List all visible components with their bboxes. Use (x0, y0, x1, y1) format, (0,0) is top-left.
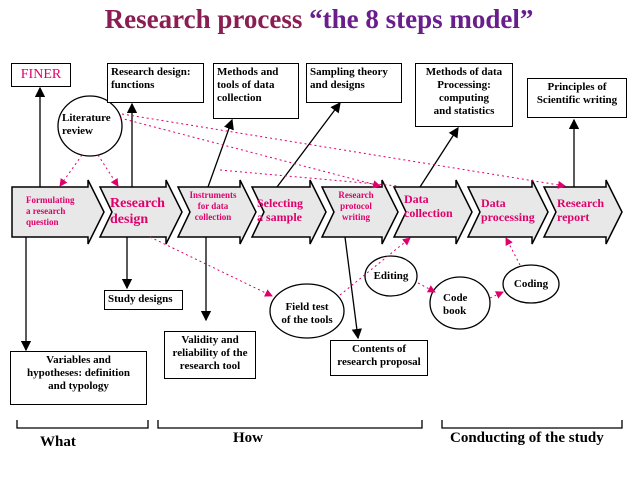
methods-line-3: collection (217, 92, 262, 104)
principles-line-1: Principles of (547, 81, 607, 93)
footer-what: What (40, 434, 76, 450)
principles-line-2: Scientific writing (536, 94, 618, 106)
functions-line-2: functions (111, 79, 155, 91)
functions-box: Research design: functions (107, 63, 204, 103)
field-test-line-1: Field test (285, 301, 329, 313)
processing-line-2: Processing: (437, 79, 491, 91)
step-5-label: Research protocol writing (331, 190, 381, 223)
coding-label: Coding (505, 278, 557, 291)
step-4-label: Selecting a sample (257, 196, 303, 224)
step-arrow-4 (250, 179, 327, 245)
processing-line-4: and statistics (433, 105, 495, 117)
contents-line-1: Contents of (351, 343, 407, 355)
validity-line-1: Validity and (181, 334, 239, 346)
step-7-line-1: Data (481, 196, 506, 210)
step-1-line-1: Formulating (26, 195, 75, 205)
principles-box: Principles of Scientific writing (527, 78, 627, 118)
step-3-line-3: collection (194, 212, 232, 222)
step-2-label: Research design (110, 196, 165, 228)
step-5-line-3: writing (342, 212, 370, 222)
page-title: Research process “the 8 steps model” (0, 4, 638, 35)
literature-line-1: Literature (62, 112, 111, 124)
footer-how: How (233, 430, 263, 446)
step-1-line-3: question (26, 217, 59, 227)
field-test-circle (269, 283, 345, 339)
validity-box: Validity and reliability of the research… (164, 331, 256, 379)
step-3-line-1: Instruments (189, 190, 237, 200)
contents-line-2: research proposal (337, 356, 421, 368)
finer-label: FINER (20, 67, 62, 82)
step-1-line-2: a research (26, 206, 66, 216)
step-6-line-2: collection (404, 206, 453, 220)
sampling-line-1: Sampling theory (310, 66, 388, 78)
code-book-label: Code book (433, 292, 473, 318)
finer-box: FINER (11, 63, 71, 87)
validity-line-3: research tool (179, 360, 241, 372)
step-7-line-2: processing (481, 210, 535, 224)
step-7-label: Data processing (481, 196, 535, 224)
sampling-line-2: and designs (310, 79, 365, 91)
step-1-label: Formulating a research question (26, 195, 75, 228)
footer-brackets (16, 420, 623, 429)
dotted-arrows (59, 113, 566, 299)
step-arrow-3 (176, 179, 257, 245)
variables-line-1: Variables and (46, 354, 111, 366)
step-arrow-8 (542, 179, 623, 245)
code-book-line-1: Code (443, 292, 468, 304)
step-3-line-2: for data (197, 201, 229, 211)
step-6-label: Data collection (404, 192, 453, 220)
literature-line-2: review (62, 125, 93, 137)
variables-box: Variables and hypotheses: definition and… (10, 351, 147, 405)
editing-text: Editing (373, 270, 409, 282)
literature-circle (57, 95, 123, 157)
title-part-2: “the 8 steps model” (309, 4, 534, 34)
step-3-label: Instruments for data collection (186, 190, 240, 223)
code-book-circle (429, 276, 491, 330)
literature-review-label: Literature review (58, 112, 126, 138)
field-test-label: Field test of the tools (272, 301, 342, 327)
methods-line-1: Methods and (217, 66, 279, 78)
step-8-line-2: report (557, 210, 590, 224)
sampling-box: Sampling theory and designs (306, 63, 402, 103)
field-test-line-2: of the tools (281, 314, 333, 326)
variables-line-2: hypotheses: definition (27, 367, 130, 379)
processing-line-1: Methods of data (425, 66, 503, 78)
step-6-line-1: Data (404, 192, 429, 206)
validity-line-2: reliability of the (172, 347, 248, 359)
step-arrow-6 (392, 179, 473, 245)
step-5-line-2: protocol (340, 201, 372, 211)
methods-processing-box: Methods of data Processing: computing an… (415, 63, 513, 127)
step-4-line-1: Selecting (257, 196, 303, 210)
step-2-line-2: design (110, 212, 149, 227)
variables-line-3: and typology (48, 380, 109, 392)
title-part-1: Research process (104, 4, 310, 34)
functions-line-1: Research design: (111, 66, 191, 78)
solid-arrows (20, 86, 580, 352)
step-arrow-7 (466, 179, 549, 245)
study-designs-label: Study designs (108, 293, 173, 305)
study-designs-box: Study designs (104, 290, 183, 310)
editing-label: Editing (366, 270, 416, 283)
step-arrows (11, 179, 623, 245)
contents-box: Contents of research proposal (330, 340, 428, 376)
footer-conducting: Conducting of the study (450, 430, 604, 446)
code-book-line-2: book (443, 305, 467, 317)
coding-circle (502, 264, 560, 304)
methods-line-2: tools of data (217, 79, 275, 91)
step-arrow-5 (320, 179, 399, 245)
step-arrow-1 (11, 179, 105, 245)
step-arrow-2 (98, 179, 183, 245)
step-8-label: Research report (557, 196, 604, 224)
editing-circle (364, 255, 418, 297)
coding-text: Coding (513, 278, 549, 290)
step-5-line-1: Research (338, 190, 374, 200)
step-4-line-2: a sample (257, 210, 302, 224)
methods-box: Methods and tools of data collection (213, 63, 299, 119)
step-2-line-1: Research (110, 196, 165, 211)
processing-line-3: computing (438, 92, 490, 104)
step-8-line-1: Research (557, 196, 605, 210)
